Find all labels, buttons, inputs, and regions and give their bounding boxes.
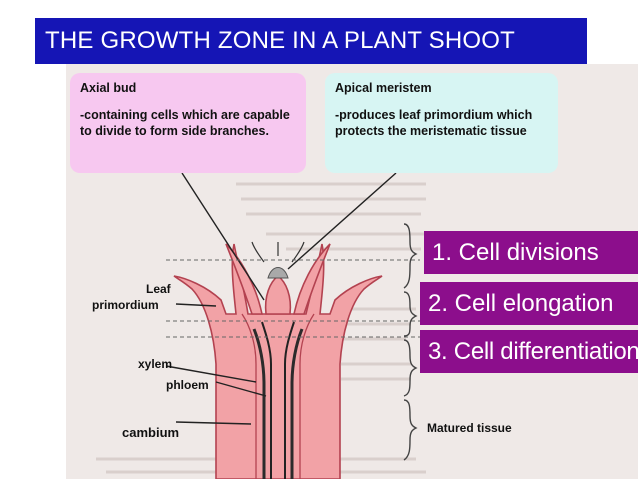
cambium-label: cambium (122, 425, 180, 440)
leaf-label: Leaf (146, 282, 171, 296)
apical-meristem-description: -produces leaf primordium which protects… (335, 107, 533, 139)
zone-cell-elongation: 2. Cell elongation (420, 282, 638, 325)
zone-brackets (403, 223, 418, 461)
axial-bud-description: -containing cells which are capable to d… (80, 107, 290, 139)
page-title: THE GROWTH ZONE IN A PLANT SHOOT (35, 18, 587, 64)
zone-cell-divisions: 1. Cell divisions (424, 231, 638, 274)
zone-cell-differentiation: 3. Cell differentiation (420, 330, 638, 373)
meristem-dome (267, 267, 289, 279)
pointer-lines (165, 172, 397, 425)
xylem-strand-right (290, 328, 304, 479)
matured-tissue-label: Matured tissue (427, 421, 512, 435)
apical-meristem-heading: Apical meristem (335, 81, 432, 95)
shoot-tissue (173, 243, 383, 479)
shoot-diagram-svg (96, 172, 426, 479)
axial-bud-heading: Axial bud (80, 81, 137, 95)
zone-boundaries (166, 259, 420, 338)
xylem-strand-left (252, 328, 266, 479)
primordium-label: primordium (92, 298, 159, 312)
growth-arrows (251, 241, 305, 263)
apical-meristem-callout: Apical meristem -produces leaf primordiu… (325, 73, 558, 173)
xylem-label: xylem (138, 357, 173, 371)
vascular-strands (241, 313, 315, 479)
phloem-label: phloem (166, 378, 209, 392)
xylem-phloem-strands (261, 321, 295, 479)
axial-bud-callout: Axial bud -containing cells which are ca… (70, 73, 306, 173)
